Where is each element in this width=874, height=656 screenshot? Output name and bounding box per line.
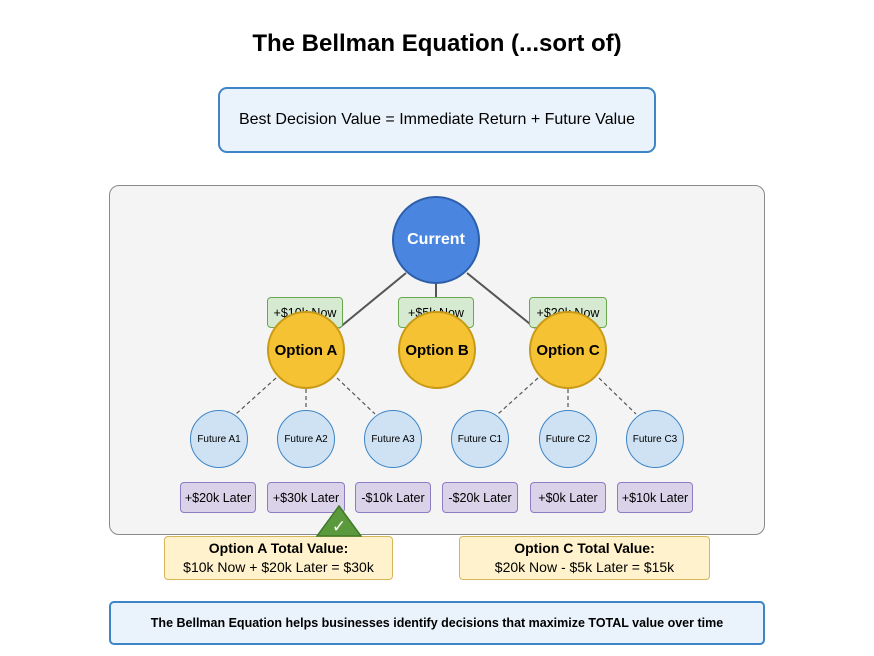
footer-note: The Bellman Equation helps businesses id… <box>109 601 765 645</box>
future-a3-node: Future A3 <box>364 410 422 468</box>
future-c2-label: Future C2 <box>545 433 591 445</box>
option-a-label: Option A <box>274 341 338 359</box>
future-c1-node: Future C1 <box>451 410 509 468</box>
footer-text: The Bellman Equation helps businesses id… <box>150 616 724 630</box>
future-a2-later-box: +$30k Later <box>267 482 345 513</box>
future-c3-label: Future C3 <box>632 433 678 445</box>
edge-option-a-future-a1 <box>235 377 277 415</box>
option-a-total-title: Option A Total Value: <box>208 540 349 556</box>
option-b-node: Option B <box>398 311 476 389</box>
current-node: Current <box>392 196 480 284</box>
future-a2-label: Future A2 <box>284 433 328 445</box>
option-a-node: Option A <box>267 311 345 389</box>
option-c-node: Option C <box>529 311 607 389</box>
option-c-total-title: Option C Total Value: <box>514 540 655 556</box>
option-a-total-calc: $10k Now + $20k Later = $30k <box>183 559 374 575</box>
future-c3-node: Future C3 <box>626 410 684 468</box>
future-c1-label: Future C1 <box>457 433 503 445</box>
future-a2-node: Future A2 <box>277 410 335 468</box>
option-c-total-calc: $20k Now - $5k Later = $15k <box>494 559 675 575</box>
edge-current-option-a <box>338 272 407 329</box>
future-a3-later-box: -$10k Later <box>355 482 431 513</box>
edge-option-c-future-c3 <box>598 377 637 415</box>
future-a2-later-label: +$30k Later <box>272 490 340 505</box>
formula-text: Best Decision Value = Immediate Return +… <box>238 111 636 128</box>
option-c-label: Option C <box>536 341 600 359</box>
edge-option-c-future-c1 <box>497 377 539 415</box>
future-c1-later-label: -$20k Later <box>448 490 512 505</box>
future-c2-later-box: +$0k Later <box>530 482 606 513</box>
current-node-label: Current <box>407 231 465 248</box>
future-a1-later-label: +$20k Later <box>184 490 252 505</box>
check-mark-icon: ✓ <box>316 505 362 537</box>
future-c3-later-label: +$10k Later <box>621 490 689 505</box>
future-c2-node: Future C2 <box>539 410 597 468</box>
check-mark-glyph: ✓ <box>332 517 346 537</box>
option-c-total-box: Option C Total Value: $20k Now - $5k Lat… <box>459 536 710 580</box>
future-a1-label: Future A1 <box>197 433 241 445</box>
future-a1-node: Future A1 <box>190 410 248 468</box>
future-a1-later-box: +$20k Later <box>180 482 256 513</box>
diagram-title: The Bellman Equation (...sort of) <box>252 30 622 57</box>
future-c2-later-label: +$0k Later <box>538 490 598 505</box>
formula-box: Best Decision Value = Immediate Return +… <box>218 87 656 153</box>
future-c3-later-box: +$10k Later <box>617 482 693 513</box>
edge-option-a-future-a3 <box>336 377 376 415</box>
option-a-total-box: Option A Total Value: $10k Now + $20k La… <box>164 536 393 580</box>
future-a3-later-label: -$10k Later <box>361 490 425 505</box>
option-b-label: Option B <box>405 341 469 359</box>
future-c1-later-box: -$20k Later <box>442 482 518 513</box>
edge-current-option-c <box>466 272 536 329</box>
future-a3-label: Future A3 <box>371 433 415 445</box>
